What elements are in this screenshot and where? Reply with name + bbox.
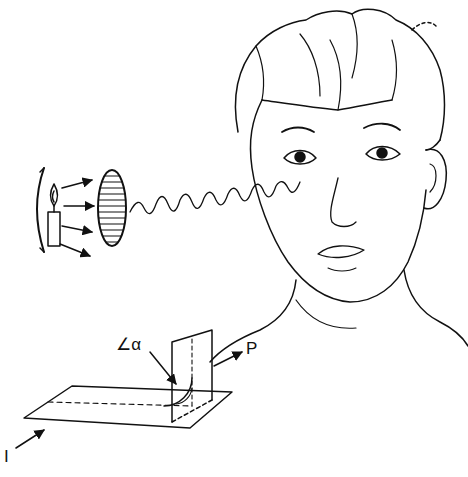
candle [48,184,60,246]
leader-arrow [150,352,176,384]
incident-ray-label: I [4,448,9,465]
angle-arc [164,378,192,406]
reflection-setup [16,330,242,448]
vertical-plate [172,330,212,422]
light-rays [60,180,94,256]
polarized-wave [130,182,300,214]
out-arrow [214,352,242,366]
polarized-ray-label: P [246,340,257,357]
reflector-edge [40,168,44,252]
in-arrow [16,430,44,448]
angle-label: ∠α [116,336,141,353]
polarizer [96,170,128,246]
reflector [37,168,44,252]
boy-head [210,9,468,362]
horizontal-plate [24,386,232,428]
